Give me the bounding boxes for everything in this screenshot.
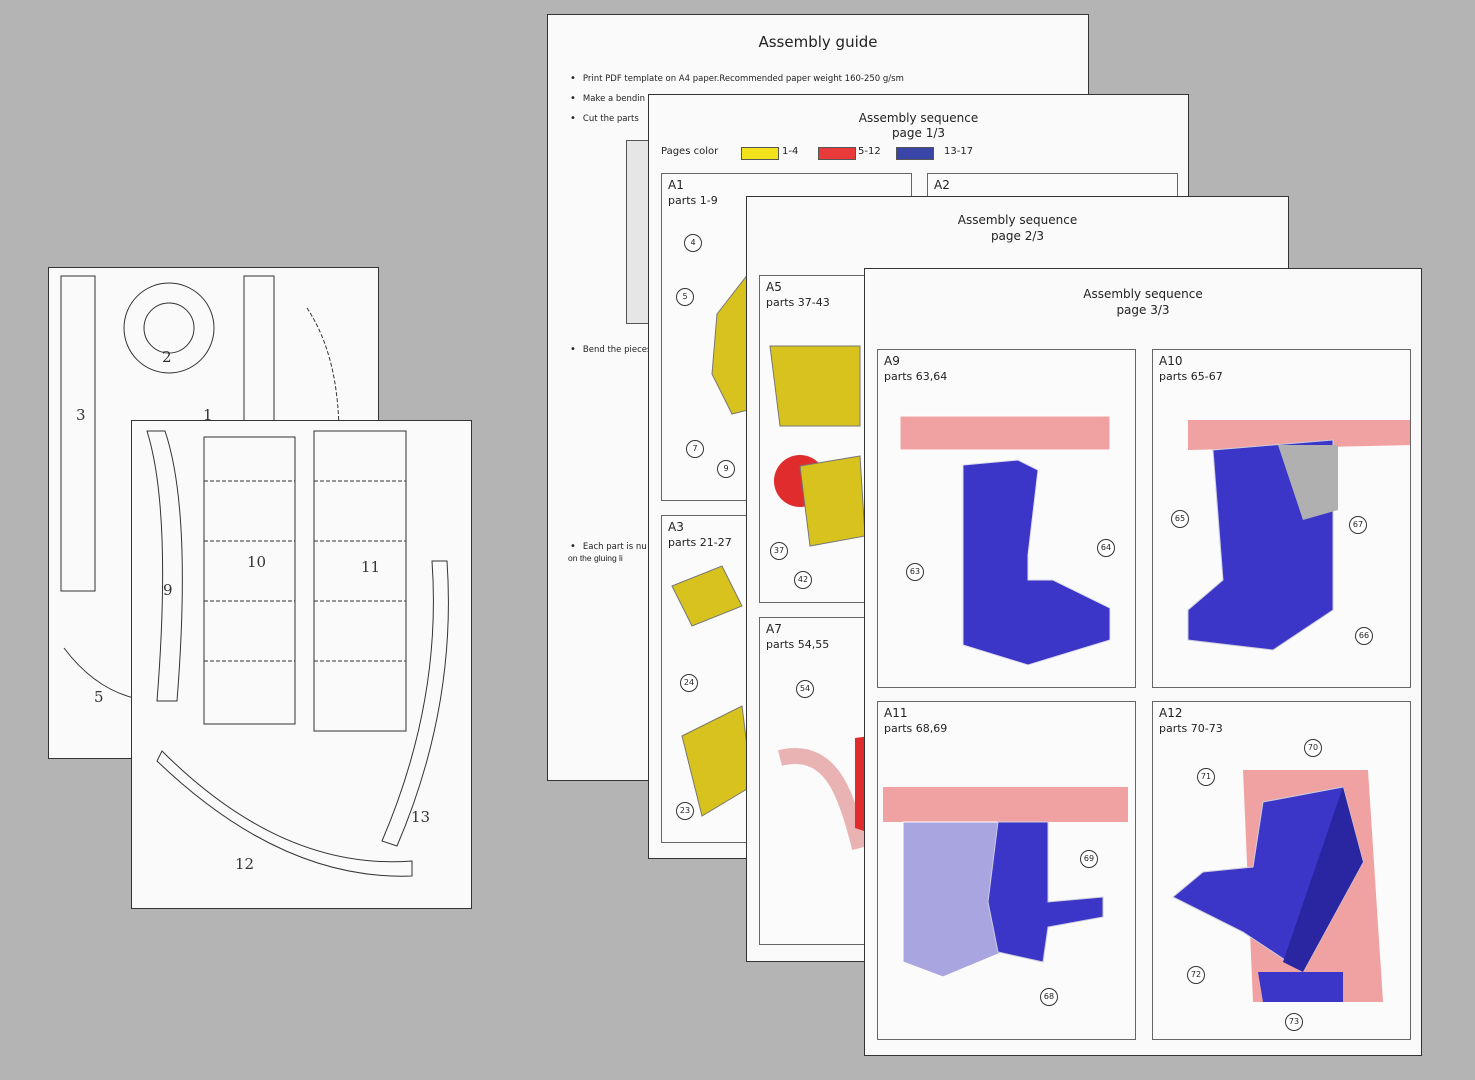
guide-bullet: Make a bendin <box>570 93 645 104</box>
guide-bullet: on the gluing li <box>568 553 623 563</box>
step-parts: parts 63,64 <box>884 370 948 383</box>
pages-color-label: Pages color <box>661 146 719 157</box>
callout: 72 <box>1187 966 1205 984</box>
template-sheet-front: 10 11 9 12 13 <box>131 420 472 909</box>
step-id: A2 <box>934 178 950 192</box>
step-parts: parts 68,69 <box>884 722 948 735</box>
legend-swatch-yellow <box>741 147 779 160</box>
step-panel-a10: A10 parts 65-67 65 67 66 <box>1152 349 1411 688</box>
callout: 67 <box>1349 516 1367 534</box>
callout: 70 <box>1304 739 1322 757</box>
callout: 5 <box>676 288 694 306</box>
legend-label: 1-4 <box>782 146 799 157</box>
step-parts: parts 37-43 <box>766 296 830 309</box>
guide-bullet: Cut the parts <box>570 113 639 124</box>
step-panel-a12: A12 parts 70-73 71 70 72 73 <box>1152 701 1411 1040</box>
legend-label: 13-17 <box>944 146 974 157</box>
callout: 37 <box>770 542 788 560</box>
legend-swatch-red <box>818 147 856 160</box>
sequence-page: page 1/3 <box>891 126 946 140</box>
sequence-title: Assembly sequence <box>858 111 979 125</box>
callout: 54 <box>796 680 814 698</box>
guide-bullet: Bend the pieces <box>570 344 652 355</box>
step-id: A5 <box>766 280 782 294</box>
step-id: A9 <box>884 354 900 368</box>
template-parts-drawing <box>146 430 449 877</box>
step-id: A3 <box>668 520 684 534</box>
step-id: A1 <box>668 178 684 192</box>
part-number: 3 <box>76 406 86 424</box>
callout: 7 <box>686 440 704 458</box>
step-id: A7 <box>766 622 782 636</box>
callout: 71 <box>1197 768 1215 786</box>
part-number: 2 <box>162 348 172 366</box>
part-illustration <box>883 787 1128 978</box>
step-parts: parts 54,55 <box>766 638 830 651</box>
callout: 23 <box>676 802 694 820</box>
step-parts: parts 21-27 <box>668 536 732 549</box>
step-id: A10 <box>1159 354 1183 368</box>
step-id: A11 <box>884 706 908 720</box>
callout: 42 <box>794 571 812 589</box>
part-number: 5 <box>94 688 104 706</box>
part-number: 9 <box>163 581 173 599</box>
callout: 68 <box>1040 988 1058 1006</box>
part-number: 1 <box>203 406 213 424</box>
callout: 9 <box>717 460 735 478</box>
guide-bullet: Print PDF template on A4 paper.Recommend… <box>570 73 904 84</box>
step-parts: parts 70-73 <box>1159 722 1223 735</box>
callout: 24 <box>680 674 698 692</box>
step-parts: parts 1-9 <box>668 194 718 207</box>
step-panel-a11: A11 parts 68,69 69 68 <box>877 701 1136 1040</box>
part-number: 11 <box>361 558 381 576</box>
assembly-sequence-page-3: Assembly sequence page 3/3 A9 parts 63,64… <box>864 268 1422 1056</box>
legend-swatch-blue <box>896 147 934 160</box>
sequence-title: Assembly sequence <box>1083 287 1203 301</box>
part-illustration <box>899 415 1111 666</box>
sequence-title: Assembly sequence <box>957 213 1078 227</box>
part-illustration <box>1187 420 1410 651</box>
part-number: 12 <box>235 855 255 873</box>
callout: 64 <box>1097 539 1115 557</box>
callout: 69 <box>1080 850 1098 868</box>
callout: 65 <box>1171 510 1189 528</box>
part-number: 10 <box>247 553 267 571</box>
step-parts: parts 65-67 <box>1159 370 1223 383</box>
guide-bullet: Each part is nu <box>570 541 647 552</box>
callout: 63 <box>906 563 924 581</box>
part-number: 13 <box>411 808 431 826</box>
sequence-page: page 2/3 <box>990 229 1045 243</box>
callout: 4 <box>684 234 702 252</box>
step-id: A12 <box>1159 706 1183 720</box>
sequence-page: page 3/3 <box>1116 303 1170 317</box>
legend-label: 5-12 <box>858 146 881 157</box>
guide-title: Assembly guide <box>758 33 878 51</box>
step-panel-a9: A9 parts 63,64 63 64 <box>877 349 1136 688</box>
part-illustration <box>1172 770 1383 1002</box>
callout: 66 <box>1355 627 1373 645</box>
callout: 73 <box>1285 1013 1303 1031</box>
